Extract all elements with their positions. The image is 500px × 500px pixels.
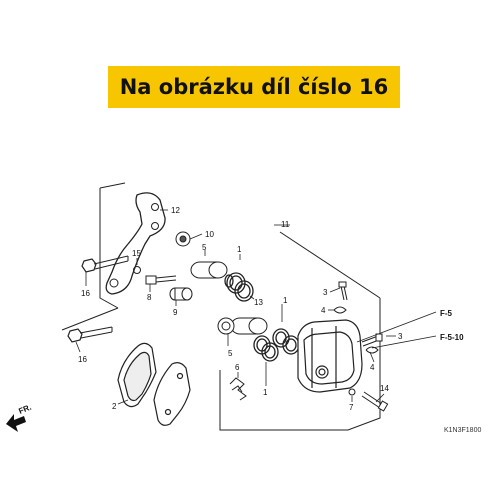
assembly-frame [61,182,381,431]
clip-7 [348,388,356,396]
callout-3-right: 3 [398,332,403,341]
callout-13: 13 [254,298,263,307]
callout-4-upper: 4 [321,306,326,315]
brake-pad-front [117,342,157,408]
front-arrow-icon [6,414,26,432]
callout-1-middle: 1 [283,296,288,305]
callout-8: 8 [147,293,152,302]
boot-10 [175,231,191,247]
callout-4-right: 4 [370,363,375,372]
bolt-16-upper [81,255,129,273]
piston-5-lower [217,317,268,335]
bleeder-valve-upper [333,281,348,314]
sleeve-9 [169,287,193,301]
callout-15: 15 [132,249,141,258]
callout-5-lower: 5 [228,349,233,358]
callout-14: 14 [380,384,389,393]
seals-1-lower [253,328,300,362]
seals-1-upper [224,272,254,302]
bolt-16-lower [67,326,113,343]
piston-5-upper [190,261,228,279]
callout-2: 2 [112,402,117,411]
bleeder-valve-right [361,333,383,354]
part-number-banner: Na obrázku díl číslo 16 [108,66,400,108]
callout-1-lower: 1 [263,388,268,397]
washer-15 [133,266,141,274]
front-label: FR. [17,403,32,416]
callout-1-upper: 1 [237,245,242,254]
banner-text: Na obrázku díl číslo 16 [119,75,389,99]
pad-spring-6 [229,377,247,401]
callout-3-upper: 3 [323,288,328,297]
ref-f5: F-5 [440,309,453,318]
callout-7: 7 [349,403,354,412]
callout-5-upper: 5 [202,243,207,252]
ref-f5-10: F-5-10 [440,333,464,342]
callout-9: 9 [173,308,178,317]
callout-16-upper: 16 [81,289,90,298]
callout-11: 11 [281,220,290,229]
diagram-code: K1N3F1800 [444,427,481,434]
leader-lines [75,209,437,405]
callout-12: 12 [171,206,180,215]
callout-16-lower: 16 [78,355,87,364]
brake-pad-rear [153,362,191,426]
pin-8 [145,275,177,285]
callout-10: 10 [205,230,214,239]
pin-14 [361,391,389,412]
callout-6: 6 [235,363,240,372]
caliper-bracket [105,192,166,295]
caliper-body [297,319,363,393]
